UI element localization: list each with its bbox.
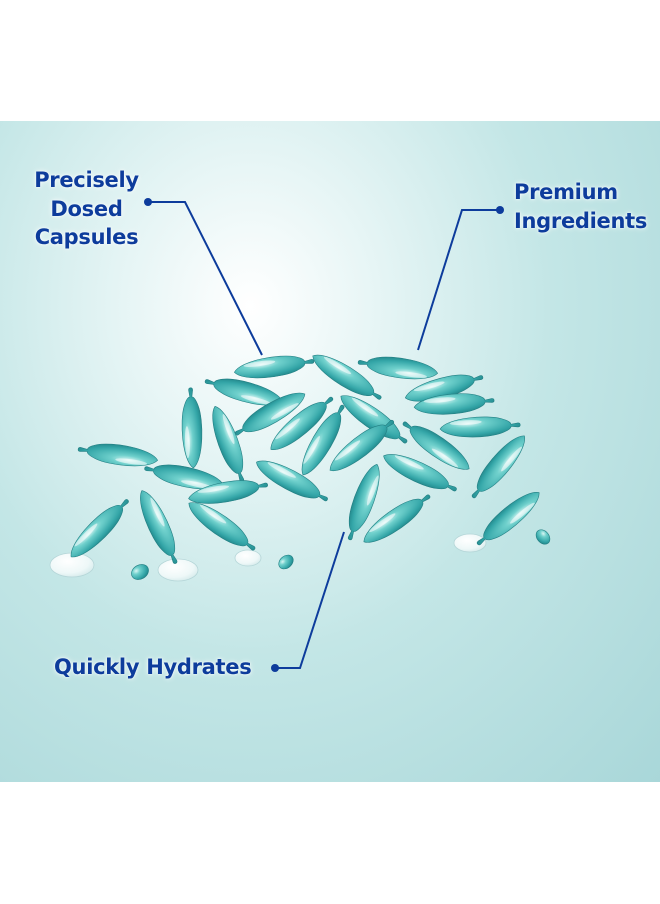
- callout-line: Capsules: [34, 225, 139, 249]
- callout-quickly-hydrates: Quickly Hydrates: [54, 655, 252, 679]
- capsule-icon: [535, 529, 551, 545]
- callout-precisely-dosed-capsules: Precisely Dosed Capsules: [24, 166, 149, 252]
- leader-lines: [150, 201, 498, 669]
- leader-dots: [144, 198, 504, 672]
- callout-premium-ingredients: Premium Ingredients: [514, 178, 656, 235]
- leader-line-quickly-hydrates: [278, 531, 345, 669]
- callout-line: Premium: [514, 180, 618, 204]
- leader-dot-icon: [271, 664, 279, 672]
- leader-line-premium-ingredients: [417, 209, 498, 351]
- callout-line: Dosed: [50, 196, 123, 221]
- capsule-icon: [131, 564, 149, 580]
- leader-line-precisely-dosed: [150, 201, 263, 356]
- gel-droplets: [49, 533, 487, 582]
- capsules: [63, 346, 551, 580]
- capsule-icon: [278, 554, 294, 570]
- leader-dot-icon: [496, 206, 504, 214]
- callout-line: Ingredients: [514, 208, 648, 233]
- leader-dot-icon: [144, 198, 152, 206]
- callout-line: Precisely: [34, 168, 139, 192]
